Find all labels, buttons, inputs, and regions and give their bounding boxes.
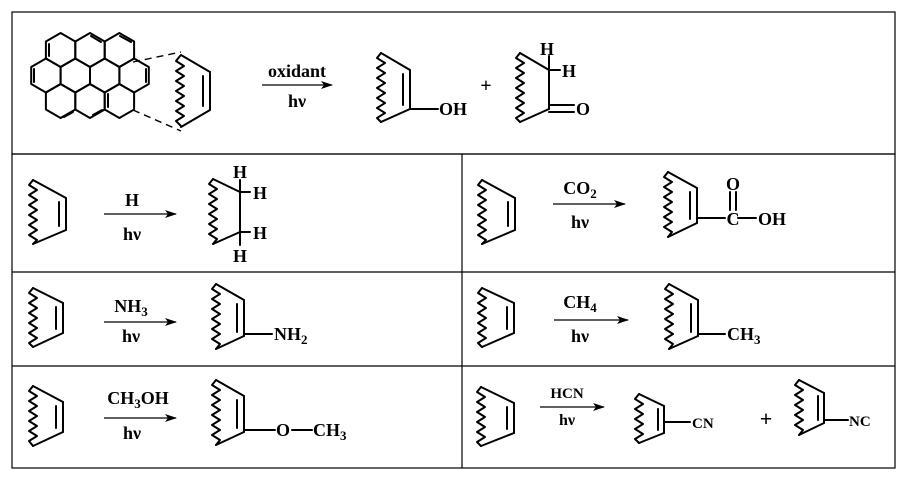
top-condition: hν — [288, 91, 306, 111]
ch4-condition: hν — [571, 326, 589, 346]
top-reagent: oxidant — [268, 61, 326, 81]
hcn-plus-sign: + — [760, 406, 773, 431]
ketone-h2-label: H — [562, 61, 576, 81]
co2-reagent: CO2 — [563, 178, 597, 201]
nitrile-label: CN — [692, 416, 714, 432]
amino-label: NH2 — [274, 324, 308, 347]
h-reagent: H — [125, 190, 139, 210]
reaction-nh3-amination: NH3 hν NH2 — [28, 283, 308, 350]
ether-oxygen-label: O — [276, 420, 290, 440]
coronene-molecule — [30, 32, 182, 132]
h-label-bottom: H — [233, 246, 247, 266]
ch3oh-condition: hν — [123, 423, 141, 443]
methoxy-methyl-label: CH3 — [313, 420, 347, 443]
ch4-reagent: CH4 — [563, 292, 597, 315]
ketone-oxygen-label: O — [576, 99, 590, 119]
table-frame — [11, 11, 896, 469]
ch3oh-reagent: CH3OH — [107, 388, 169, 411]
hcn-condition: hν — [559, 412, 575, 429]
ketone-h1-label: H — [540, 39, 554, 59]
top-reaction-arrow: oxidant hν — [262, 61, 333, 111]
hcn-reagent: HCN — [550, 386, 584, 402]
nh3-condition: hν — [122, 326, 140, 346]
top-plus-sign: + — [480, 75, 491, 97]
h-label-top: H — [233, 162, 247, 182]
reaction-co2-carboxylation: CO2 hν O C OH — [477, 171, 786, 245]
nh3-reagent: NH3 — [114, 296, 148, 319]
reaction-ch4-methylation: CH4 hν CH3 — [477, 283, 761, 350]
reaction-hcn-cyanation: HCN hν CN + NC — [476, 379, 871, 447]
hydroxyl-label: OH — [439, 99, 467, 119]
enol-product: OH — [376, 52, 467, 123]
bound-surface-alkene — [175, 54, 211, 128]
ketone-product: H H O — [515, 39, 590, 123]
reaction-h-addition: H hν H H H H — [28, 162, 267, 266]
h-label-upper: H — [253, 183, 267, 203]
co2-condition: hν — [571, 212, 589, 232]
carbonyl-oxygen-label: O — [726, 174, 740, 194]
reaction-ch3oh-methoxylation: CH3OH hν O CH3 — [28, 379, 347, 447]
isonitrile-label: NC — [849, 414, 871, 430]
h-label-lower: H — [253, 223, 267, 243]
h-condition: hν — [123, 224, 141, 244]
carboxyl-hydroxyl-label: OH — [758, 209, 786, 229]
methyl-label: CH3 — [727, 324, 761, 347]
carboxyl-carbon-label: C — [727, 209, 740, 229]
